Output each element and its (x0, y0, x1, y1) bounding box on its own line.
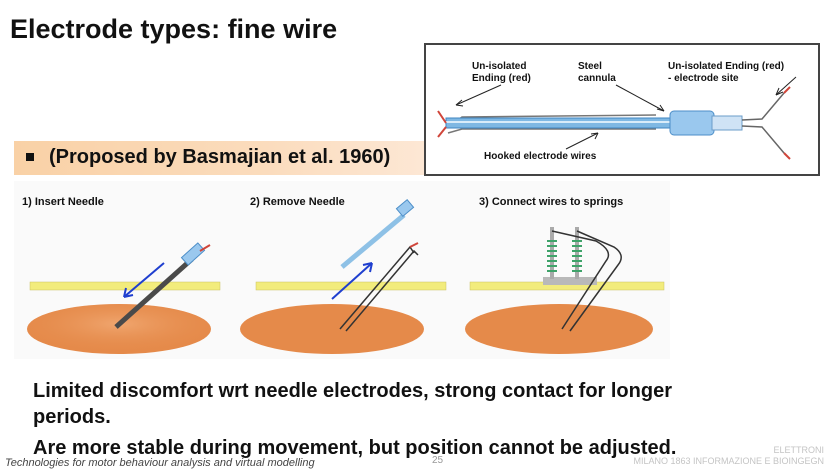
label-steel-cannula: Steel cannula (578, 61, 616, 84)
steps-illustration (27, 198, 665, 354)
bullet-icon (26, 153, 34, 161)
body-line-3: Are more stable during movement, but pos… (33, 437, 677, 459)
footer-right-line-1: ELETTRONI (773, 445, 824, 455)
label-unisolated-left: Un-isolated Ending (red) (472, 61, 531, 84)
body-line-2: periods. (33, 406, 111, 428)
label-unisolated-right: Un-isolated Ending (red) - electrode sit… (668, 61, 785, 84)
proposed-text: (Proposed by Basmajian et al. 1960) (49, 146, 391, 168)
electrode-diagram (437, 76, 797, 160)
proposed-banner: (Proposed by Basmajian et al. 1960) (14, 141, 434, 175)
footer-course: Technologies for motor behaviour analysi… (5, 457, 315, 469)
step-1-label: 1) Insert Needle (22, 196, 104, 208)
step-3-label: 3) Connect wires to springs (479, 196, 624, 208)
electrode-inset: Un-isolated Ending (red) Steel cannula U… (424, 43, 820, 176)
page-number: 25 (432, 455, 444, 466)
footer-right-line-2: MILANO 1863 INFORMAZIONE E BIOINGEGN (633, 456, 824, 466)
slide-title: Electrode types: fine wire (10, 14, 338, 44)
footer-institution: ELETTRONI MILANO 1863 INFORMAZIONE E BIO… (633, 445, 824, 467)
label-hooked-wires: Hooked electrode wires (484, 151, 597, 162)
insertion-steps: 1) Insert Needle 2) Remove Needle 3) Con… (14, 181, 670, 359)
body-line-1: Limited discomfort wrt needle electrodes… (33, 380, 672, 402)
step-2-label: 2) Remove Needle (250, 196, 345, 208)
